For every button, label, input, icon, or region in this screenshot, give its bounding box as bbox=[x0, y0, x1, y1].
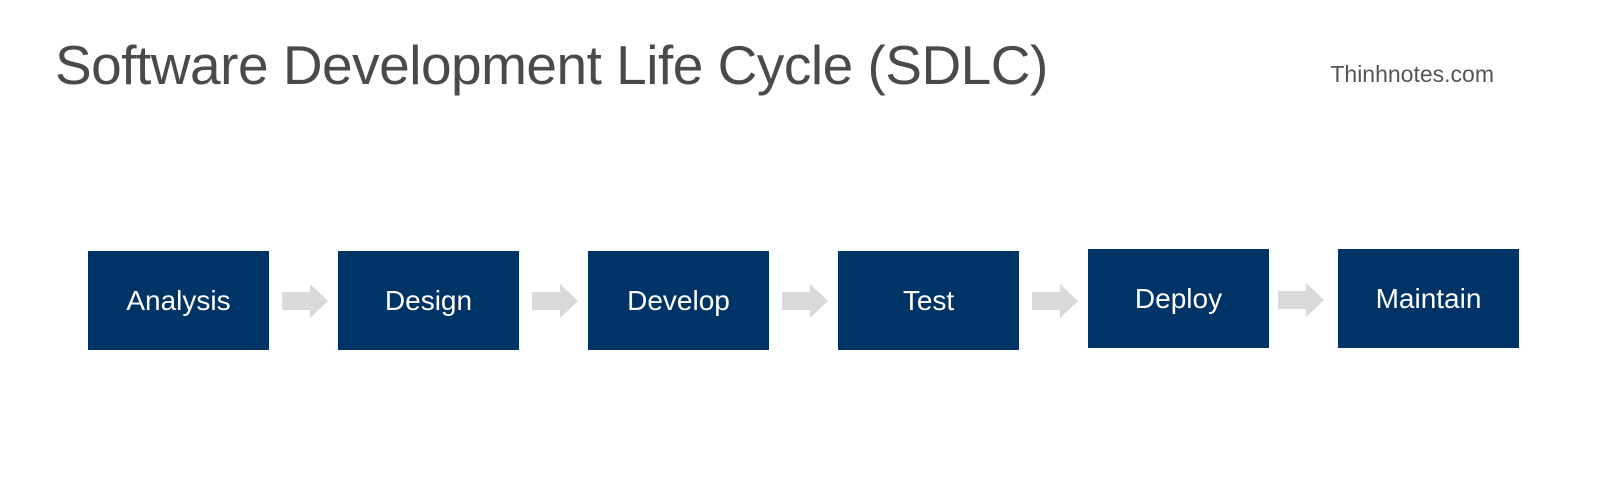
step-label: Deploy bbox=[1134, 282, 1223, 314]
step-deploy: Deploy bbox=[1088, 249, 1269, 348]
step-label: Design bbox=[384, 284, 473, 316]
step-label: Develop bbox=[627, 284, 730, 316]
step-maintain: Maintain bbox=[1338, 249, 1519, 348]
step-label: Analysis bbox=[126, 284, 231, 316]
step-label: Maintain bbox=[1375, 282, 1482, 314]
step-analysis: Analysis bbox=[88, 251, 269, 350]
arrow-right-icon bbox=[1032, 284, 1078, 318]
arrow-right-icon bbox=[782, 284, 828, 318]
step-design: Design bbox=[338, 251, 519, 350]
arrow-right-icon bbox=[282, 284, 328, 318]
page-title: Software Development Life Cycle (SDLC) bbox=[55, 34, 1048, 96]
arrow-right-icon bbox=[532, 284, 578, 318]
step-develop: Develop bbox=[588, 251, 769, 350]
arrow-right-icon bbox=[1278, 283, 1324, 317]
step-label: Test bbox=[902, 284, 955, 316]
site-watermark: Thinhnotes.com bbox=[1330, 61, 1494, 87]
step-test: Test bbox=[838, 251, 1019, 350]
